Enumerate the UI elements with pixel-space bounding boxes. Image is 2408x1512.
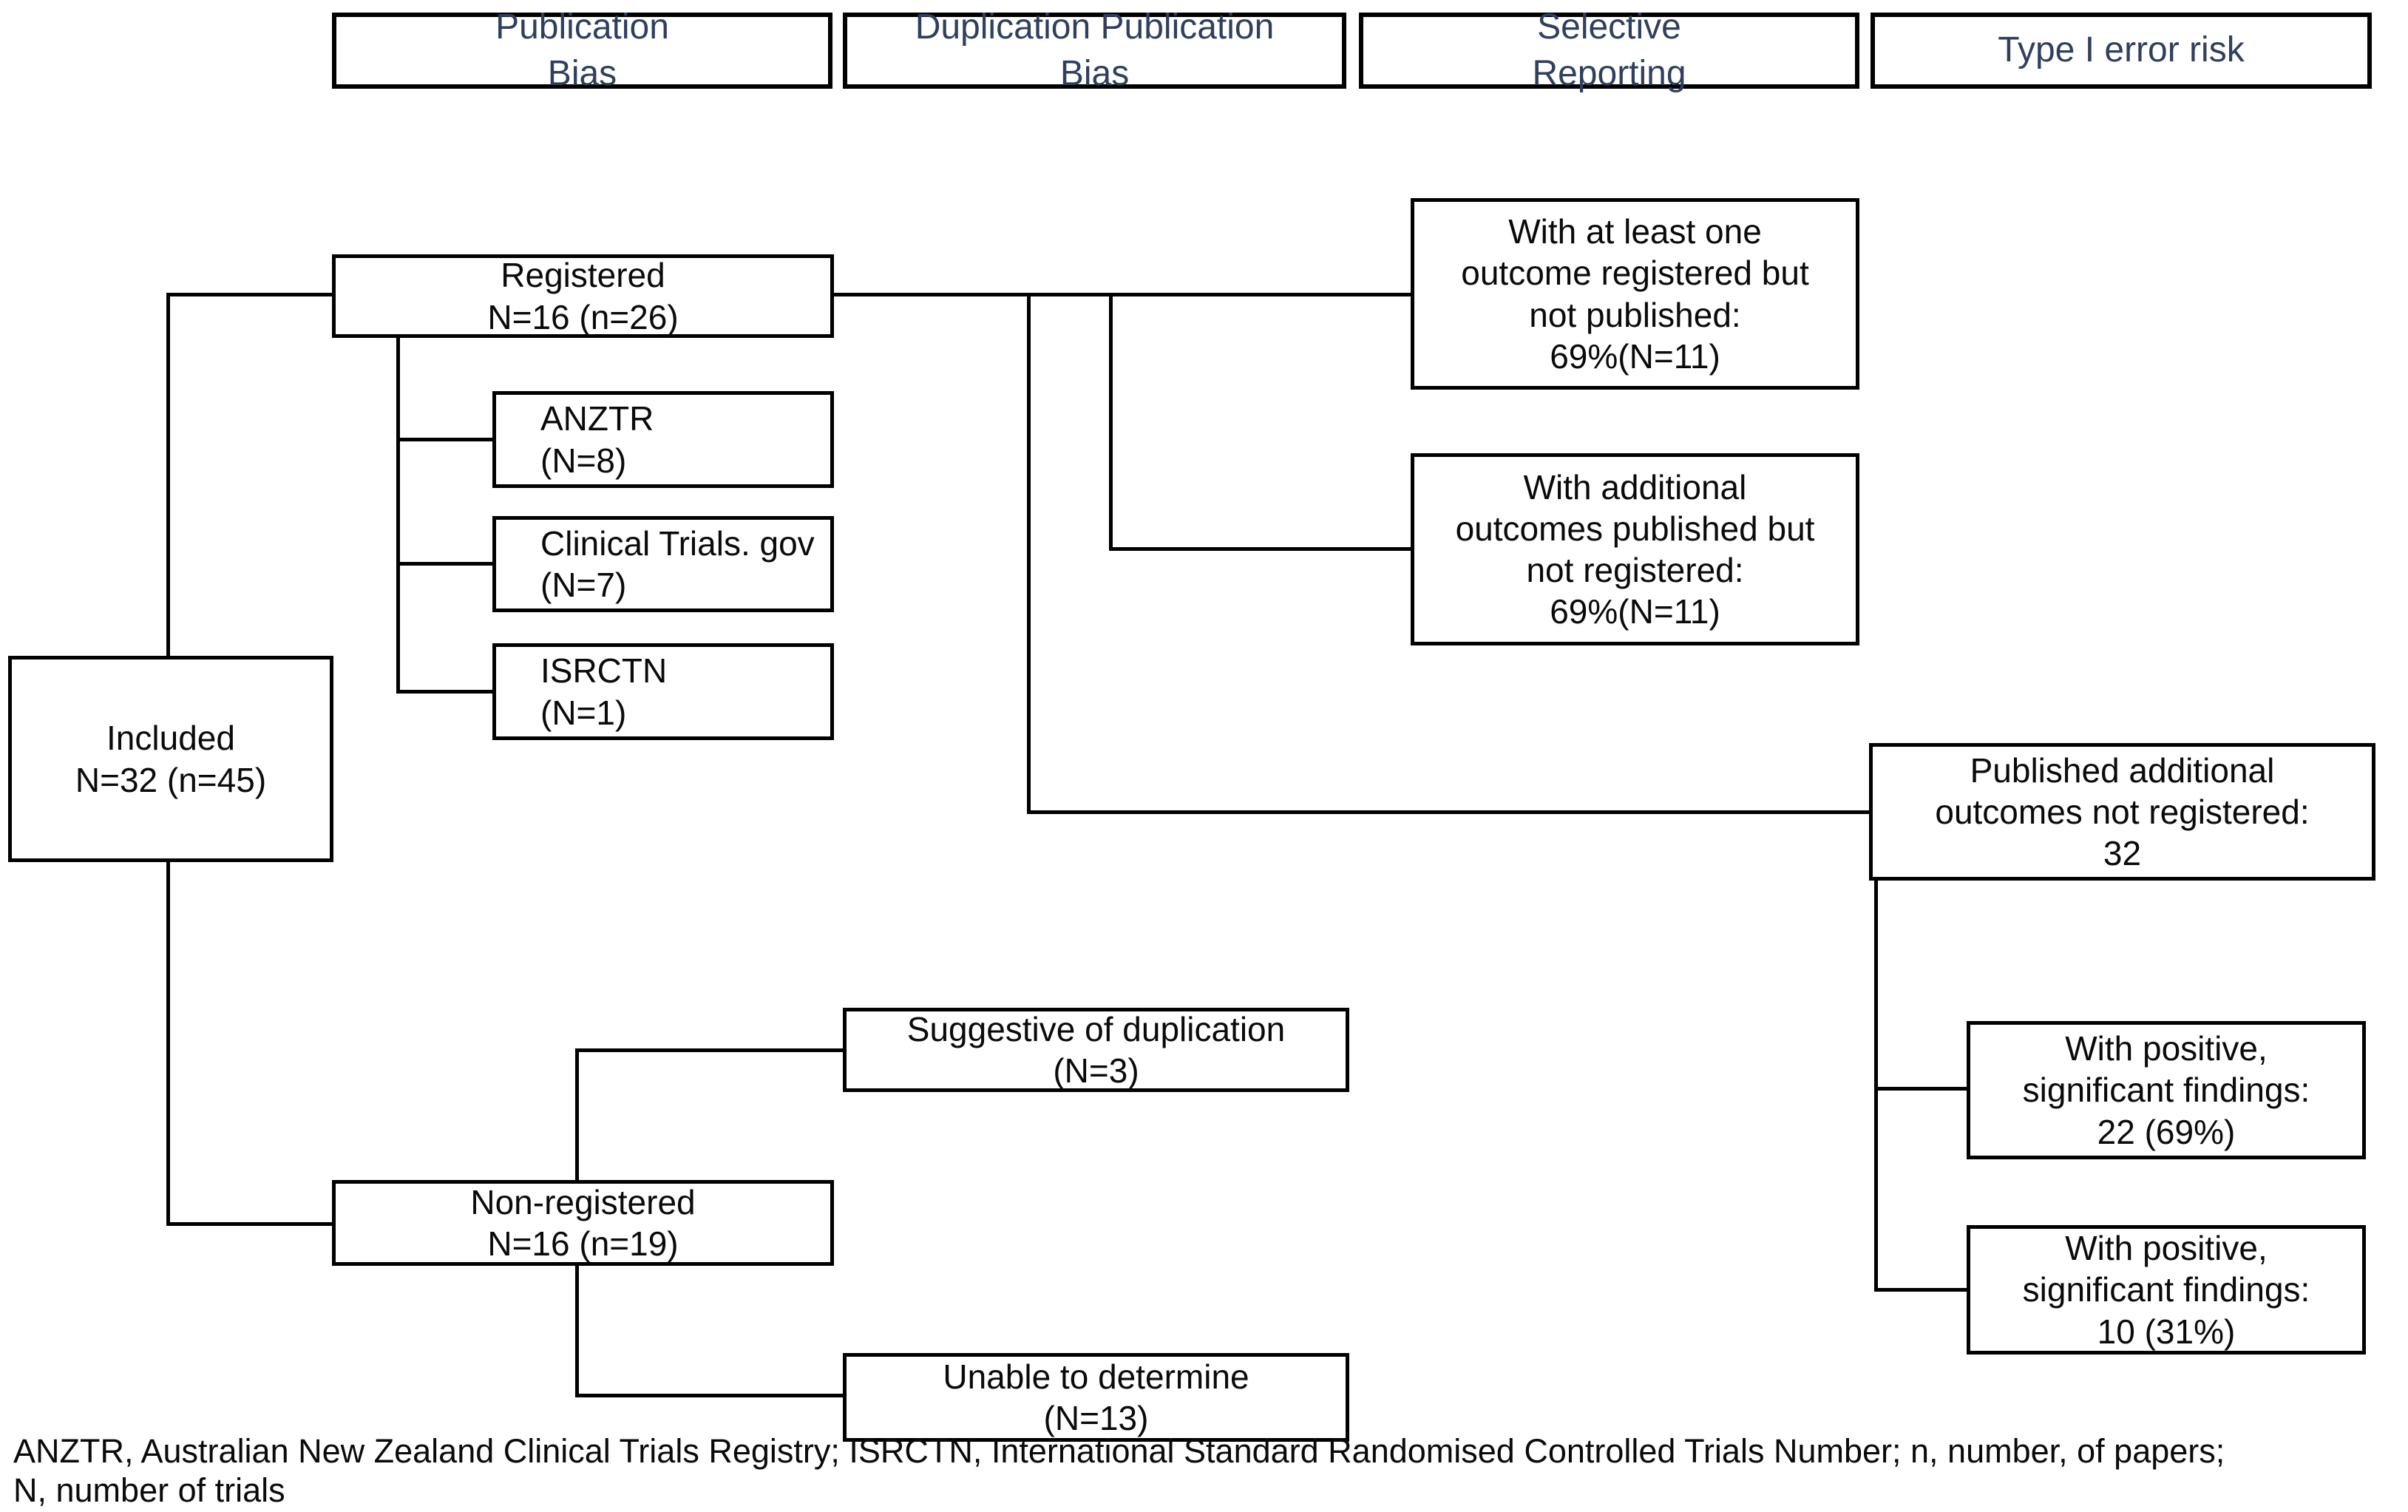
node-outcomes-published-not-registered: With additional outcomes published but n… <box>1411 453 1859 645</box>
node-published-additional-outcomes: Published additional outcomes not regist… <box>1869 743 2375 881</box>
node-outcome-registered-not-published: With at least one outcome registered but… <box>1411 198 1859 390</box>
connector-positive-10-stub <box>1874 1288 1967 1292</box>
connector-to-outcome2-vertical <box>1109 293 1113 551</box>
header-type-i-error-risk: Type I error risk <box>1871 13 2372 89</box>
connector-clinical-trials-gov-stub <box>396 562 492 566</box>
node-positive-significant-22: With positive, significant findings: 22 … <box>1967 1021 2366 1159</box>
connector-anztr-stub <box>396 438 492 441</box>
node-registered: Registered N=16 (n=26) <box>332 254 834 338</box>
header-selective-reporting: Selective Reporting <box>1359 7 1859 93</box>
connector-to-published-horizontal <box>1027 810 1869 814</box>
connector-to-published-vertical <box>1027 293 1031 814</box>
node-isrctn: ISRCTN (N=1) <box>492 643 834 740</box>
connector-published-to-findings-vertical <box>1874 881 1878 1292</box>
node-positive-significant-10: With positive, significant findings: 10 … <box>1967 1225 2366 1355</box>
connector-non-registered-to-unable-horizontal <box>575 1394 843 1397</box>
connector-isrctn-stub <box>396 690 492 694</box>
node-unable-to-determine: Unable to determine (N=13) <box>843 1353 1349 1442</box>
connector-included-top-vertical <box>166 293 170 656</box>
connector-included-to-non-registered-horizontal <box>166 1222 336 1226</box>
connector-registered-to-registries-vertical <box>396 338 400 694</box>
node-clinical-trials-gov: Clinical Trials. gov (N=7) <box>492 516 834 612</box>
connector-non-registered-to-unable-vertical <box>575 1266 579 1396</box>
connector-included-bottom-vertical <box>166 862 170 1226</box>
node-anztr: ANZTR (N=8) <box>492 391 834 488</box>
node-non-registered: Non-registered N=16 (n=19) <box>332 1180 834 1266</box>
connector-non-registered-to-suggestive-vertical <box>575 1050 579 1180</box>
header-duplication-publication-bias: Duplication Publication Bias <box>843 7 1346 93</box>
abbreviations-footnote: ANZTR, Australian New Zealand Clinical T… <box>13 1432 2225 1510</box>
connector-to-outcome2-horizontal <box>1109 547 1411 551</box>
connector-positive-22-stub <box>1874 1087 1967 1091</box>
connector-registered-to-included-horizontal <box>166 293 336 296</box>
node-included: Included N=32 (n=45) <box>8 656 333 862</box>
header-publication-bias: Publication Bias <box>332 7 832 93</box>
connector-non-registered-to-suggestive-horizontal <box>575 1048 843 1052</box>
connector-registered-to-outcome1-horizontal <box>834 293 1411 296</box>
node-suggestive-of-duplication: Suggestive of duplication (N=3) <box>843 1008 1349 1092</box>
